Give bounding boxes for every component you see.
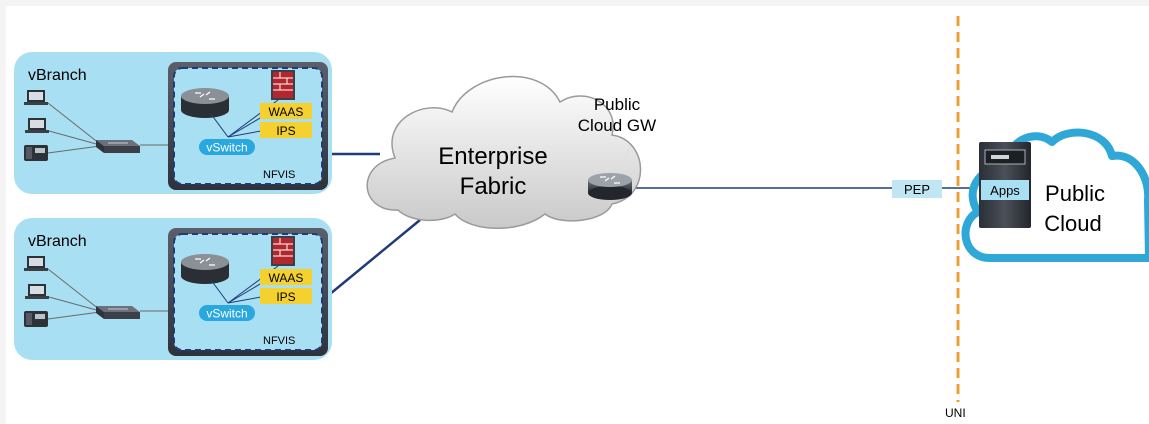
switch-icon bbox=[96, 140, 140, 153]
cloud-label-line2: Fabric bbox=[460, 173, 527, 200]
branch2-link bbox=[329, 219, 421, 295]
pep-tag bbox=[892, 180, 942, 198]
vswitch-pill bbox=[199, 139, 255, 155]
branch-label: vBranch bbox=[28, 233, 87, 250]
service-tag bbox=[260, 288, 312, 304]
nfvis-label: NFVIS bbox=[263, 169, 295, 181]
pep-label: PEP bbox=[904, 182, 930, 197]
apps-tag bbox=[981, 180, 1029, 200]
vswitch-label: vSwitch bbox=[206, 141, 247, 155]
service-tag-label: IPS bbox=[276, 290, 295, 304]
firewall-icon bbox=[271, 70, 295, 100]
cloud-gateway-router-icon bbox=[588, 173, 632, 200]
apps-server-icon: Apps bbox=[979, 142, 1031, 228]
service-tag bbox=[260, 269, 312, 285]
nfvis-label: NFVIS bbox=[263, 335, 295, 347]
service-tag-label: WAAS bbox=[269, 271, 304, 285]
vbranch-1: vBranch NFVI bbox=[14, 52, 332, 194]
router-icon bbox=[181, 254, 229, 284]
gateway-label-line2: Cloud GW bbox=[578, 116, 656, 135]
service-tag bbox=[260, 122, 312, 138]
branch-label: vBranch bbox=[28, 67, 87, 84]
public-cloud-label-line2: Cloud bbox=[1044, 211, 1101, 236]
enterprise-fabric-cloud: Enterprise Fabric bbox=[366, 75, 642, 229]
ip-phone-icon bbox=[24, 145, 48, 161]
laptop-icon bbox=[24, 90, 48, 105]
service-tag-label: IPS bbox=[276, 124, 295, 138]
laptop-icon bbox=[25, 284, 49, 299]
switch-icon bbox=[96, 306, 140, 319]
vswitch-label: vSwitch bbox=[206, 307, 247, 321]
service-tag-label: WAAS bbox=[269, 105, 304, 119]
vswitch-pill bbox=[199, 305, 255, 321]
apps-label: Apps bbox=[990, 183, 1020, 198]
laptop-icon bbox=[24, 256, 48, 271]
firewall-icon bbox=[271, 236, 295, 266]
gateway-label-line1: Public bbox=[594, 95, 641, 114]
public-cloud-label-line1: Public bbox=[1045, 181, 1105, 206]
ip-phone-icon bbox=[24, 311, 48, 327]
service-tag bbox=[260, 103, 312, 119]
laptop-icon bbox=[25, 118, 49, 133]
router-icon bbox=[181, 88, 229, 118]
uni-label: UNI bbox=[945, 406, 966, 420]
vbranch-2: vBranch NFVIS bbox=[14, 218, 332, 360]
cloud-label-line1: Enterprise bbox=[438, 143, 547, 170]
